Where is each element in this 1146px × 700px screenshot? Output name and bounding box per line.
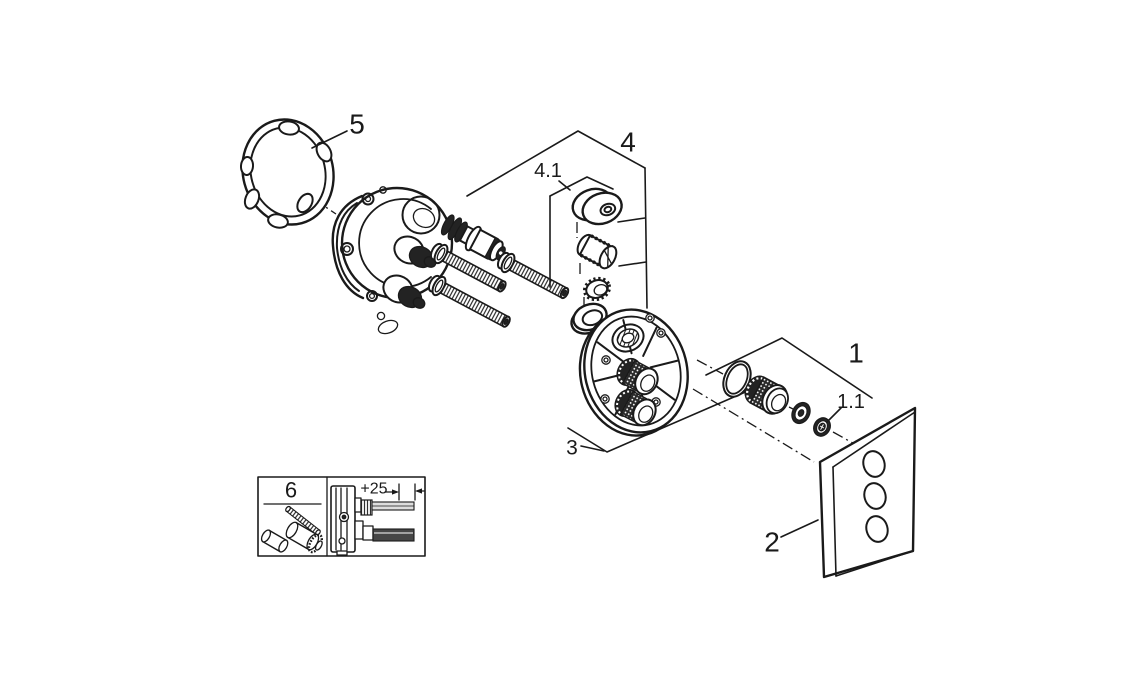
cover-plate-button-hole (865, 515, 889, 543)
valve-body (331, 186, 454, 335)
callout-4-label: 4 (620, 127, 636, 158)
gear-adapter (582, 276, 612, 302)
mounting-plate-item-3 (578, 308, 689, 437)
spline-adapter (576, 233, 618, 270)
callout-6-label: 6 (285, 478, 297, 503)
valve-opening (401, 195, 441, 235)
callout-5-label: 5 (349, 109, 365, 140)
dimension-label: +25 (360, 481, 387, 498)
extension-rod (285, 505, 321, 536)
gasket-lug (239, 156, 255, 176)
extension-sleeve-large (285, 521, 324, 554)
inset-side-view-panel (330, 483, 425, 556)
plate-knurled-knob-upper (616, 357, 659, 396)
valve-bolt-ear (340, 242, 354, 256)
mounting-screw (427, 274, 511, 328)
gasket-item-5 (239, 118, 335, 229)
group-box-4 (466, 130, 648, 309)
mounting-screw (496, 251, 570, 300)
valve-bolt-ear (366, 290, 378, 302)
group-box-4-1 (549, 176, 614, 288)
plate-knurled-knob-lower (614, 388, 657, 427)
gasket-lug (278, 120, 300, 136)
plate-cartridge-hole (611, 323, 645, 353)
inset-item-6-panel (260, 503, 324, 554)
gasket-lug (296, 192, 314, 214)
center-axis-lines (243, 151, 861, 463)
washer-disc (791, 401, 811, 425)
inset-box (257, 476, 426, 557)
callout-1-label: 1 (848, 338, 864, 369)
cover-plate-button-hole (863, 482, 887, 510)
callout-3-label: 3 (566, 437, 578, 460)
callout-1-1-label: 1.1 (837, 391, 865, 413)
cover-plate-item-2 (818, 406, 917, 579)
callout-2-label: 2 (764, 527, 780, 558)
mounting-screw (429, 242, 507, 293)
bracket-3 (567, 386, 758, 453)
handle-knob (571, 187, 623, 226)
cover-plate-button-hole (862, 450, 886, 478)
extension-sleeve-small (260, 529, 289, 553)
knurled-adjuster (744, 375, 789, 415)
bracket-1 (705, 337, 873, 399)
dimension-plus-25 (384, 483, 425, 501)
callout-2-leader (780, 519, 819, 538)
gasket-lug (243, 188, 261, 210)
valve-port-lower (382, 274, 426, 309)
cartridge (440, 214, 506, 262)
cap-item-1-1 (813, 417, 831, 437)
valve-port-upper (393, 235, 437, 269)
callout-1-1-leader (826, 407, 842, 423)
valve-bolt-ear (361, 192, 375, 206)
gasket-lug (267, 213, 289, 229)
callout-5-leader (311, 130, 348, 149)
callout-4-1-label: 4.1 (534, 160, 562, 182)
gasket-lug (315, 141, 333, 163)
